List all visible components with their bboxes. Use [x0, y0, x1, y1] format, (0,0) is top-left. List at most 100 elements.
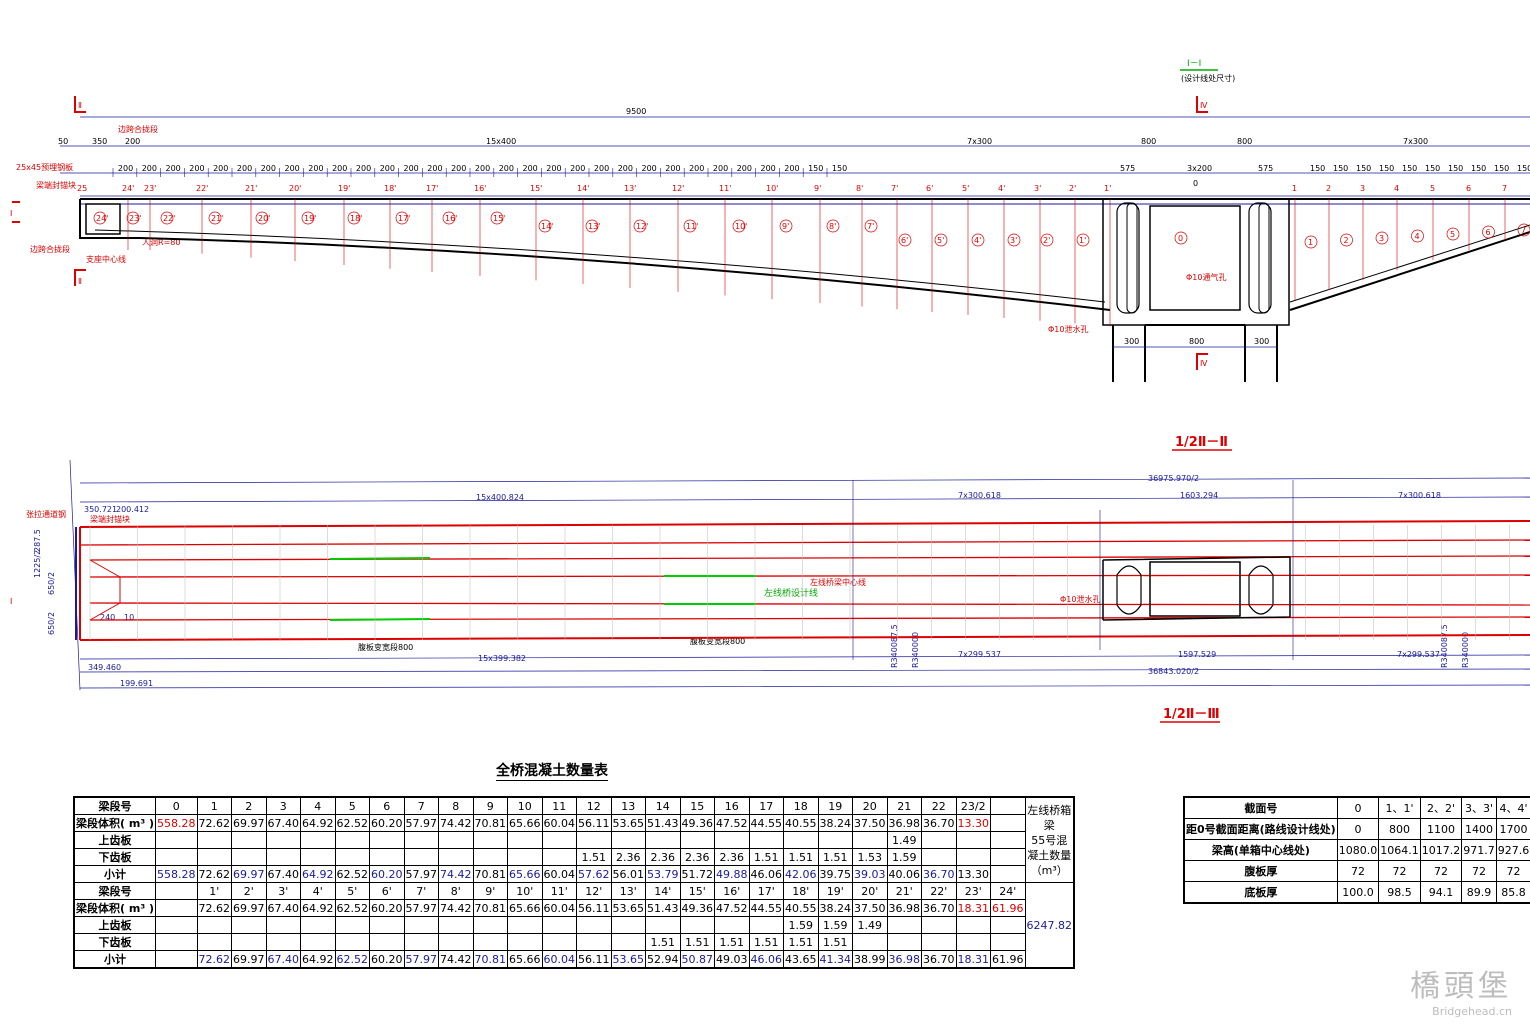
label-manhole: 人洞R=80: [142, 237, 180, 247]
table-cell: 56.11: [576, 899, 612, 917]
row-label: 梁段体积( m³ ): [73, 814, 156, 832]
table-cell: [507, 831, 543, 849]
table-cell: 52.94: [645, 950, 681, 969]
table-cell: [990, 865, 1026, 883]
side-title-line: （m³）: [1030, 863, 1068, 877]
table-cell: [645, 916, 681, 934]
plan-r1-right: R340087.5: [1440, 624, 1449, 668]
dim-800-b: 800: [1237, 137, 1252, 146]
table-cell: 46.06: [748, 865, 784, 883]
table-cell: 1.51: [783, 933, 819, 951]
table-cell: 53.65: [610, 899, 646, 917]
table-cell: 14: [645, 796, 681, 815]
plan-7x299537-left: 7x299.537: [958, 650, 1001, 659]
table-cell: 7: [403, 796, 439, 815]
table-cell: 1.49: [886, 831, 922, 849]
table-cell: 56.01: [610, 865, 646, 883]
table-cell: 44.55: [748, 899, 784, 917]
table-cell: 67.40: [265, 950, 301, 969]
table-cell: [541, 933, 577, 951]
table-cell: [541, 831, 577, 849]
plan-r2-right: R340000: [1461, 632, 1470, 668]
table-cell: 60.04: [541, 865, 577, 883]
table-cell: 3': [265, 882, 301, 900]
row-label: 小计: [73, 950, 156, 969]
plan-label-web1: 腹板变宽段800: [358, 642, 413, 652]
table-cell: [507, 933, 543, 951]
table-cell: [155, 916, 198, 934]
table-cell: 72: [1419, 860, 1463, 882]
table-cell: 1.51: [748, 933, 784, 951]
table-cell: [955, 848, 991, 866]
section-parameter-table: 截面号01、1'2、2'3、3'4、4'5、5'6、6'距0号截面距离(路线设计…: [1183, 796, 1530, 904]
plan-7x300618-left: 7x300.618: [958, 491, 1001, 500]
table-cell: 4': [300, 882, 336, 900]
plan-200412: 200.412: [116, 505, 149, 514]
table-cell: [990, 796, 1026, 815]
table-cell: [541, 848, 577, 866]
plan-2875: 287.5: [33, 529, 42, 552]
label-edge-1: 25x45预埋钢板: [16, 162, 73, 172]
segment-number: 13': [624, 184, 636, 193]
table-cell: 21': [886, 882, 922, 900]
segment-number: 3': [1034, 184, 1041, 193]
table-row: 距0号截面距离(路线设计线处)080011001400170020002300: [1183, 818, 1530, 840]
table-cell: [541, 916, 577, 934]
table-cell: 72: [1495, 860, 1530, 882]
table-cell: 8: [438, 796, 474, 815]
row-label: 梁段号: [73, 796, 156, 815]
segment-dim-label: 200: [737, 164, 752, 173]
plan-7x299537-right: 7x299.537: [1397, 650, 1440, 659]
table-cell: [955, 933, 991, 951]
table-cell: [714, 916, 750, 934]
segment-circle-label: 11': [686, 222, 698, 231]
table-cell: 1.59: [783, 916, 819, 934]
table-cell: 64.92: [300, 814, 336, 832]
table-cell: [852, 831, 888, 849]
table-cell: [610, 933, 646, 951]
dim-300-left: 300: [1124, 337, 1139, 346]
table-cell: 1080.0: [1336, 839, 1380, 861]
table-cell: 57.97: [403, 865, 439, 883]
table-cell: [334, 933, 370, 951]
segment-dim-label: 200: [404, 164, 419, 173]
table-cell: 39.75: [817, 865, 853, 883]
segment-dim-label: 200: [142, 164, 157, 173]
table-cell: 49.88: [714, 865, 750, 883]
plan-15x400824: 15x400.824: [476, 493, 524, 502]
table-cell: 12': [576, 882, 612, 900]
segment-circle-label: 12': [636, 222, 648, 231]
segment-number: 17': [426, 184, 438, 193]
segment-dim-label: 200: [237, 164, 252, 173]
table-cell: 53.65: [610, 814, 646, 832]
table-cell: 1、1': [1378, 796, 1421, 819]
table-cell: 60.04: [541, 950, 577, 969]
table-cell: 53.79: [645, 865, 681, 883]
segment-dim-label: 200: [451, 164, 466, 173]
bridge-drawing: I－I (设计线处尺寸) Ⅱ Ⅳ Ⅱ Ⅳ Ⅰ 9500 50 350 200 1…: [10, 59, 1530, 723]
table-cell: 16: [714, 796, 750, 815]
table-cell: 16': [714, 882, 750, 900]
table-cell: [576, 916, 612, 934]
table-cell: 60.20: [369, 865, 405, 883]
table-cell: 89.9: [1461, 881, 1497, 904]
segment-circle-label: 2': [1043, 236, 1050, 245]
table-cell: [576, 831, 612, 849]
table-cell: 1.51: [748, 848, 784, 866]
plan-title-2: 1/2Ⅱ－Ⅱ: [1175, 435, 1228, 450]
plan-r2: R340000: [911, 632, 920, 668]
table-cell: [334, 831, 370, 849]
plan-grid-lines: [89, 525, 1510, 640]
segment-dim-label: 150: [1425, 164, 1440, 173]
table-title: 全桥混凝土数量表: [496, 760, 608, 781]
table-cell: [231, 916, 267, 934]
segment-dim-label: 150: [1402, 164, 1417, 173]
table-cell: 11: [541, 796, 577, 815]
table-cell: [265, 831, 301, 849]
table-cell: [886, 933, 922, 951]
table-cell: 62.52: [334, 950, 370, 969]
segment-dim-label: 200: [642, 164, 657, 173]
plan-350721: 350.721: [84, 505, 117, 514]
